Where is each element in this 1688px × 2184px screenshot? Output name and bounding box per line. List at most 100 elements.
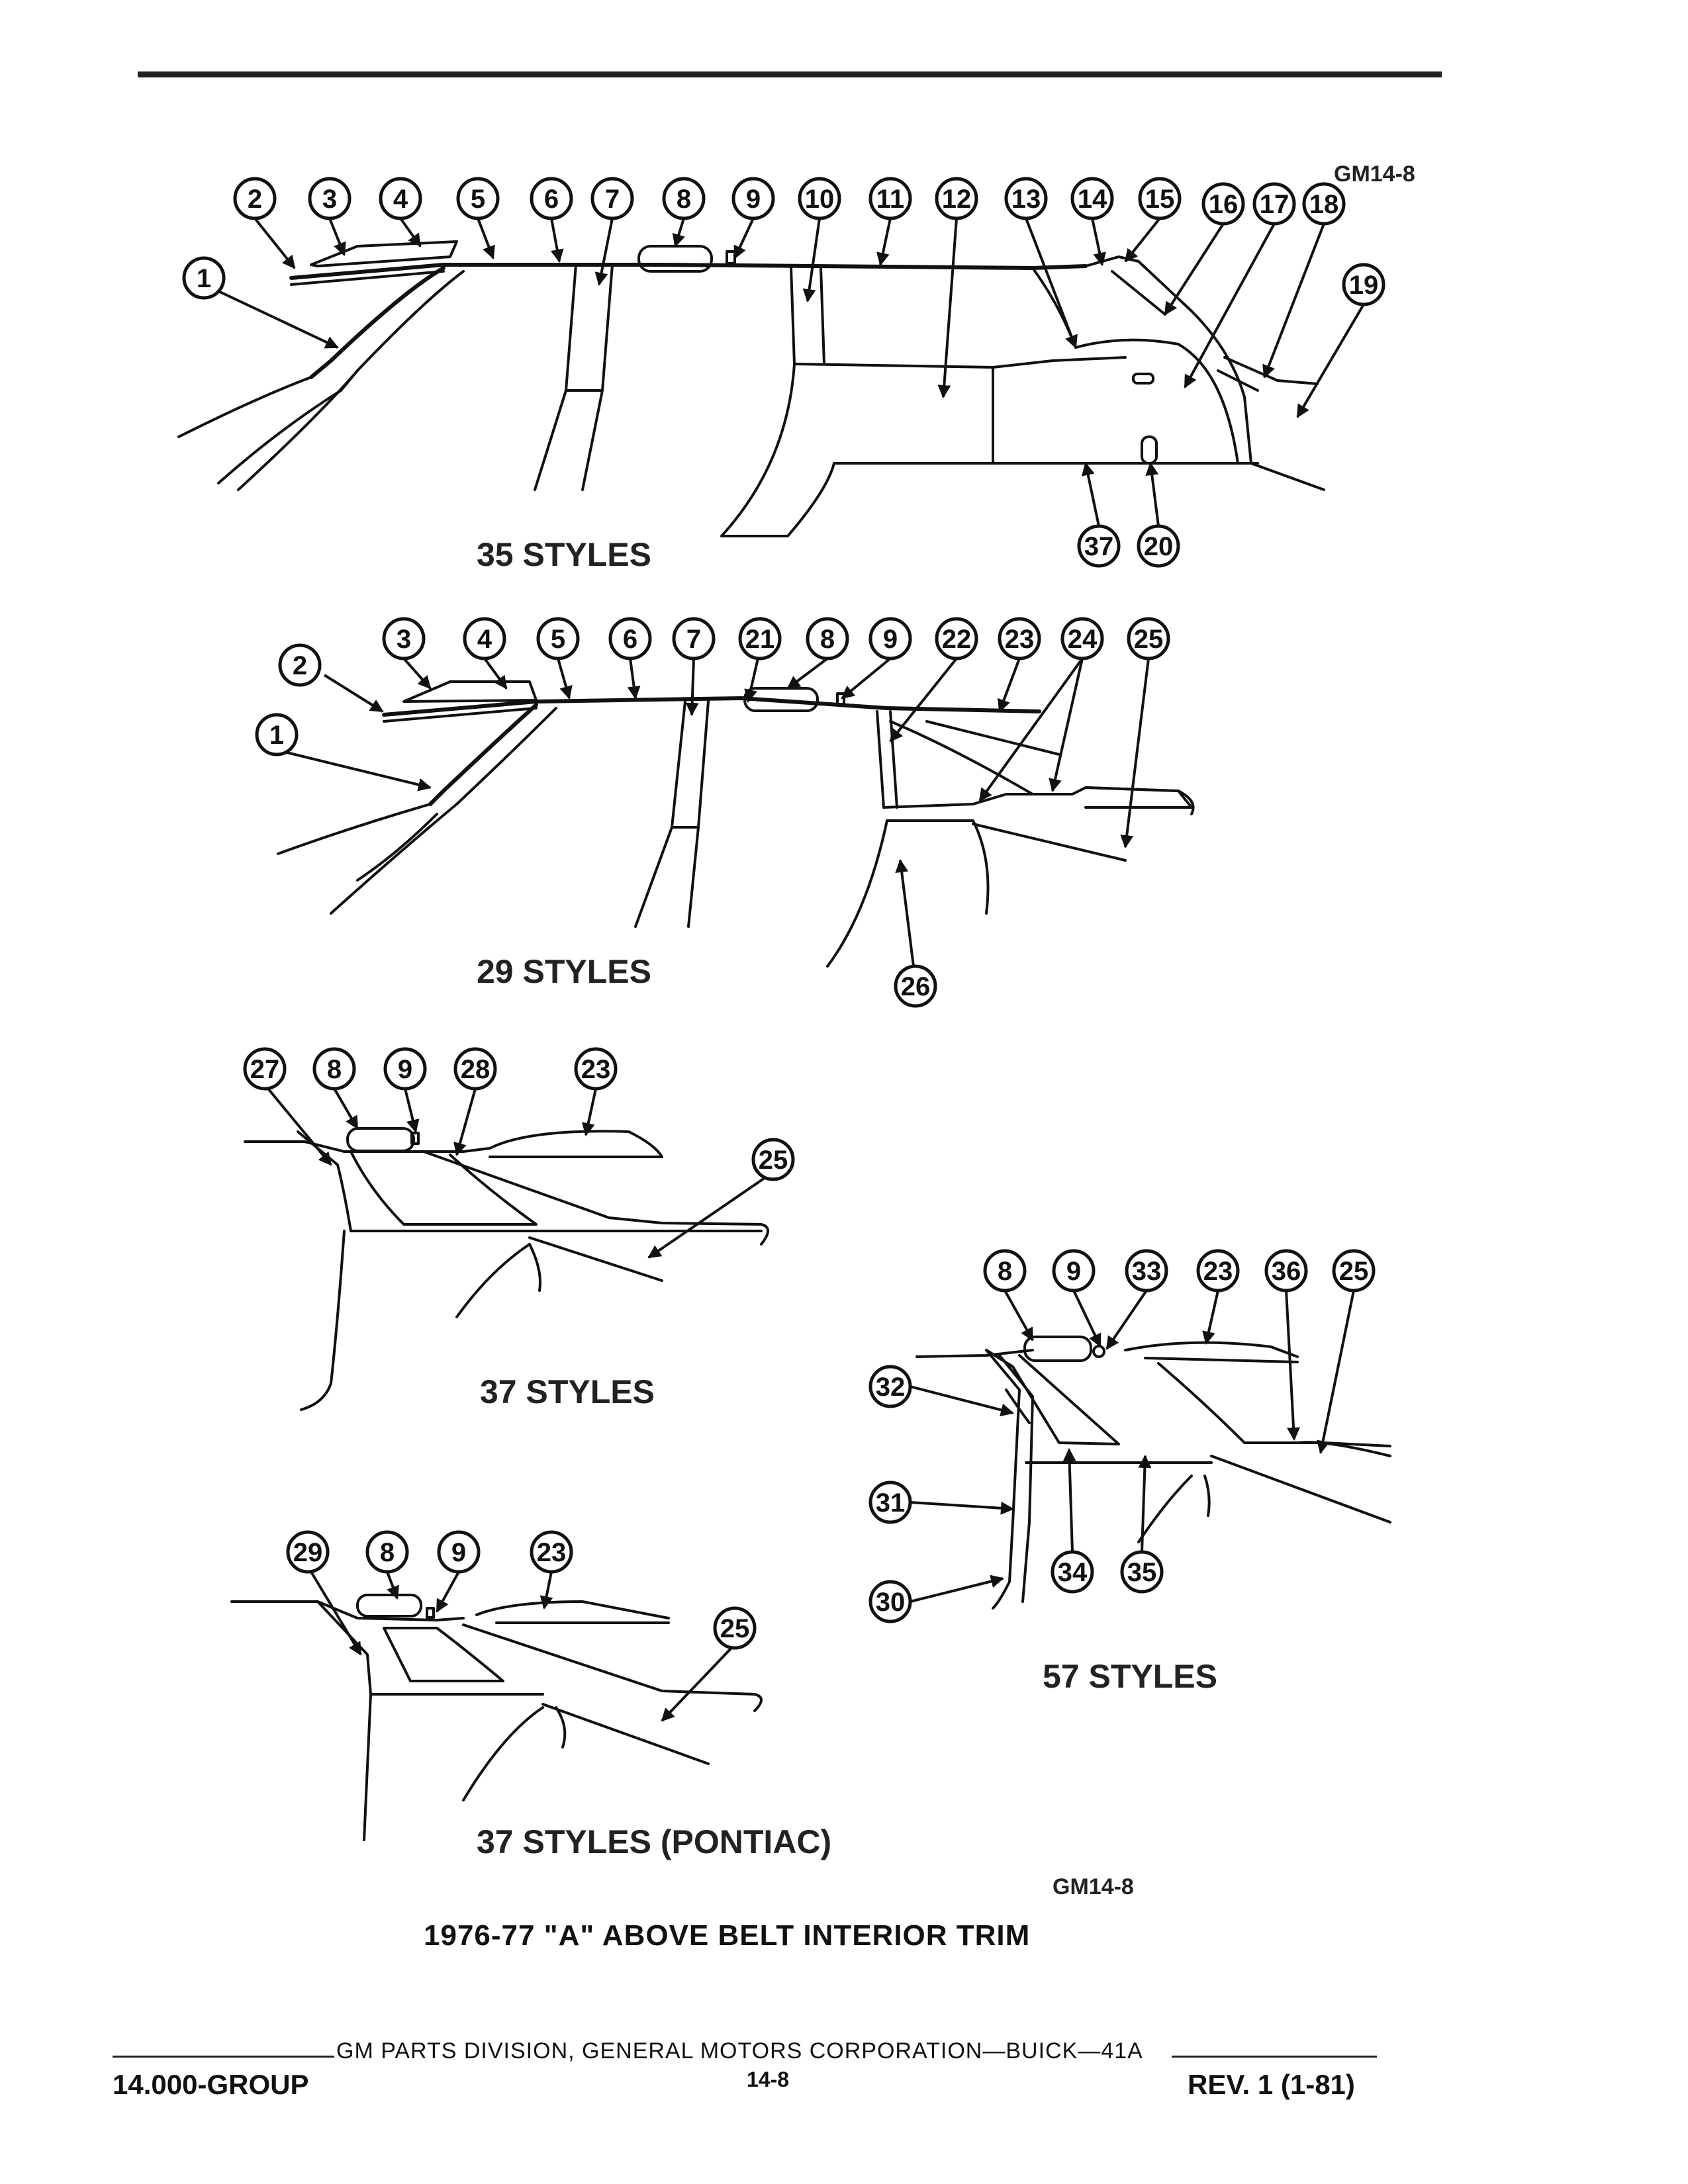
- callout-number: 7: [605, 185, 620, 214]
- figure-code-bottom: GM14-8: [1053, 1874, 1134, 1899]
- callout-v29-5: 5: [536, 617, 580, 660]
- callout-v29-24: 24: [1060, 617, 1104, 660]
- callout-circle: [233, 177, 277, 220]
- callout-circle: [1196, 1249, 1240, 1293]
- callout-v35-8: 8: [662, 177, 706, 220]
- callout-v29-2: 2: [278, 643, 322, 687]
- callout-v29-7: 7: [672, 617, 716, 660]
- callout-v37-27: 27: [243, 1047, 287, 1091]
- callout-circle: [662, 177, 706, 220]
- callout-circle: [935, 177, 978, 220]
- callout-circle: [1138, 177, 1182, 220]
- callout-v35-17: 17: [1252, 182, 1296, 226]
- callout-v29-3: 3: [382, 617, 426, 660]
- callout-number: 9: [451, 1538, 466, 1567]
- callout-v37-9: 9: [383, 1047, 427, 1091]
- callout-circle: [243, 1047, 287, 1091]
- callout-number: 28: [461, 1055, 491, 1084]
- callout-number: 12: [942, 185, 972, 214]
- view-label-37-styles: 37 STYLES: [480, 1373, 655, 1410]
- callout-circle: [806, 617, 849, 660]
- callout-v29-21: 21: [738, 617, 782, 660]
- callout-v57-36: 36: [1264, 1249, 1308, 1293]
- footer-division: GM PARTS DIVISION, GENERAL MOTORS CORPOR…: [336, 2038, 1143, 2064]
- callout-number: 4: [477, 625, 492, 654]
- callout-circle: [798, 177, 841, 220]
- callout-v35-6: 6: [530, 177, 573, 220]
- callout-v37p-8: 8: [365, 1530, 409, 1574]
- callout-circle: [437, 1530, 481, 1574]
- callout-circle: [1201, 182, 1245, 226]
- callout-number: 24: [1068, 625, 1098, 654]
- callout-v37-23: 23: [574, 1047, 618, 1091]
- callout-circle: [365, 1530, 409, 1574]
- callout-circle: [1077, 524, 1121, 568]
- callout-circle: [1125, 1249, 1168, 1293]
- callout-v57-32: 32: [868, 1365, 912, 1408]
- callout-number: 9: [883, 625, 898, 654]
- callout-circle: [1264, 1249, 1308, 1293]
- callout-number: 25: [1134, 625, 1164, 654]
- callout-number: 17: [1260, 190, 1289, 219]
- callout-circle: [383, 1047, 427, 1091]
- callout-v29-1: 1: [255, 713, 299, 756]
- callout-circle: [590, 177, 634, 220]
- callout-number: 1: [269, 721, 284, 750]
- callout-number: 23: [1203, 1257, 1233, 1286]
- callout-number: 23: [581, 1055, 611, 1084]
- callout-v35-18: 18: [1302, 182, 1346, 226]
- callout-number: 14: [1078, 185, 1107, 214]
- callout-v35-16: 16: [1201, 182, 1245, 226]
- callout-v29-26: 26: [894, 964, 937, 1008]
- callout-circle: [536, 617, 580, 660]
- callout-circle: [1051, 1550, 1094, 1594]
- callout-circle: [868, 177, 912, 220]
- callout-circle: [530, 177, 573, 220]
- callout-number: 29: [293, 1538, 323, 1567]
- callout-circle: [894, 964, 937, 1008]
- callout-number: 16: [1209, 190, 1239, 219]
- callout-circle: [713, 1606, 757, 1650]
- callout-circle: [751, 1138, 795, 1181]
- callout-v29-6: 6: [608, 617, 652, 660]
- callout-number: 5: [471, 185, 485, 214]
- callout-number: 23: [537, 1538, 567, 1567]
- callout-v37-8: 8: [312, 1047, 356, 1091]
- callout-number: 8: [380, 1538, 395, 1567]
- callout-circle: [1004, 177, 1048, 220]
- callout-circle: [453, 1047, 497, 1091]
- callout-circle: [868, 1580, 912, 1623]
- callout-v37-25: 25: [751, 1138, 795, 1181]
- callout-circle: [608, 617, 652, 660]
- callout-circle: [935, 617, 978, 660]
- callout-number: 34: [1058, 1558, 1088, 1587]
- callout-v35-1: 1: [182, 256, 226, 300]
- callout-v57-34: 34: [1051, 1550, 1094, 1594]
- callout-number: 23: [1005, 625, 1035, 654]
- callout-v35-15: 15: [1138, 177, 1182, 220]
- callout-number: 32: [876, 1373, 906, 1402]
- view-label-37-pontiac-styles: 37 STYLES (PONTIAC): [477, 1823, 831, 1860]
- callout-circle: [1137, 524, 1180, 568]
- callout-v35-12: 12: [935, 177, 978, 220]
- callout-v35-14: 14: [1070, 177, 1114, 220]
- callout-v35-37: 37: [1077, 524, 1121, 568]
- callout-number: 8: [998, 1257, 1012, 1286]
- callout-v57-25: 25: [1332, 1249, 1376, 1293]
- view-label-57-styles: 57 STYLES: [1043, 1658, 1217, 1695]
- callout-circle: [1127, 617, 1170, 660]
- callout-circle: [1252, 182, 1296, 226]
- footer-revision: REV. 1 (1-81): [1188, 2069, 1355, 2100]
- callout-circle: [868, 1480, 912, 1524]
- callout-circle: [1342, 263, 1385, 306]
- callout-number: 25: [1339, 1257, 1369, 1286]
- callout-number: 26: [901, 972, 931, 1001]
- callout-v35-4: 4: [379, 177, 422, 220]
- callout-number: 25: [759, 1146, 788, 1175]
- callout-circle: [286, 1530, 330, 1574]
